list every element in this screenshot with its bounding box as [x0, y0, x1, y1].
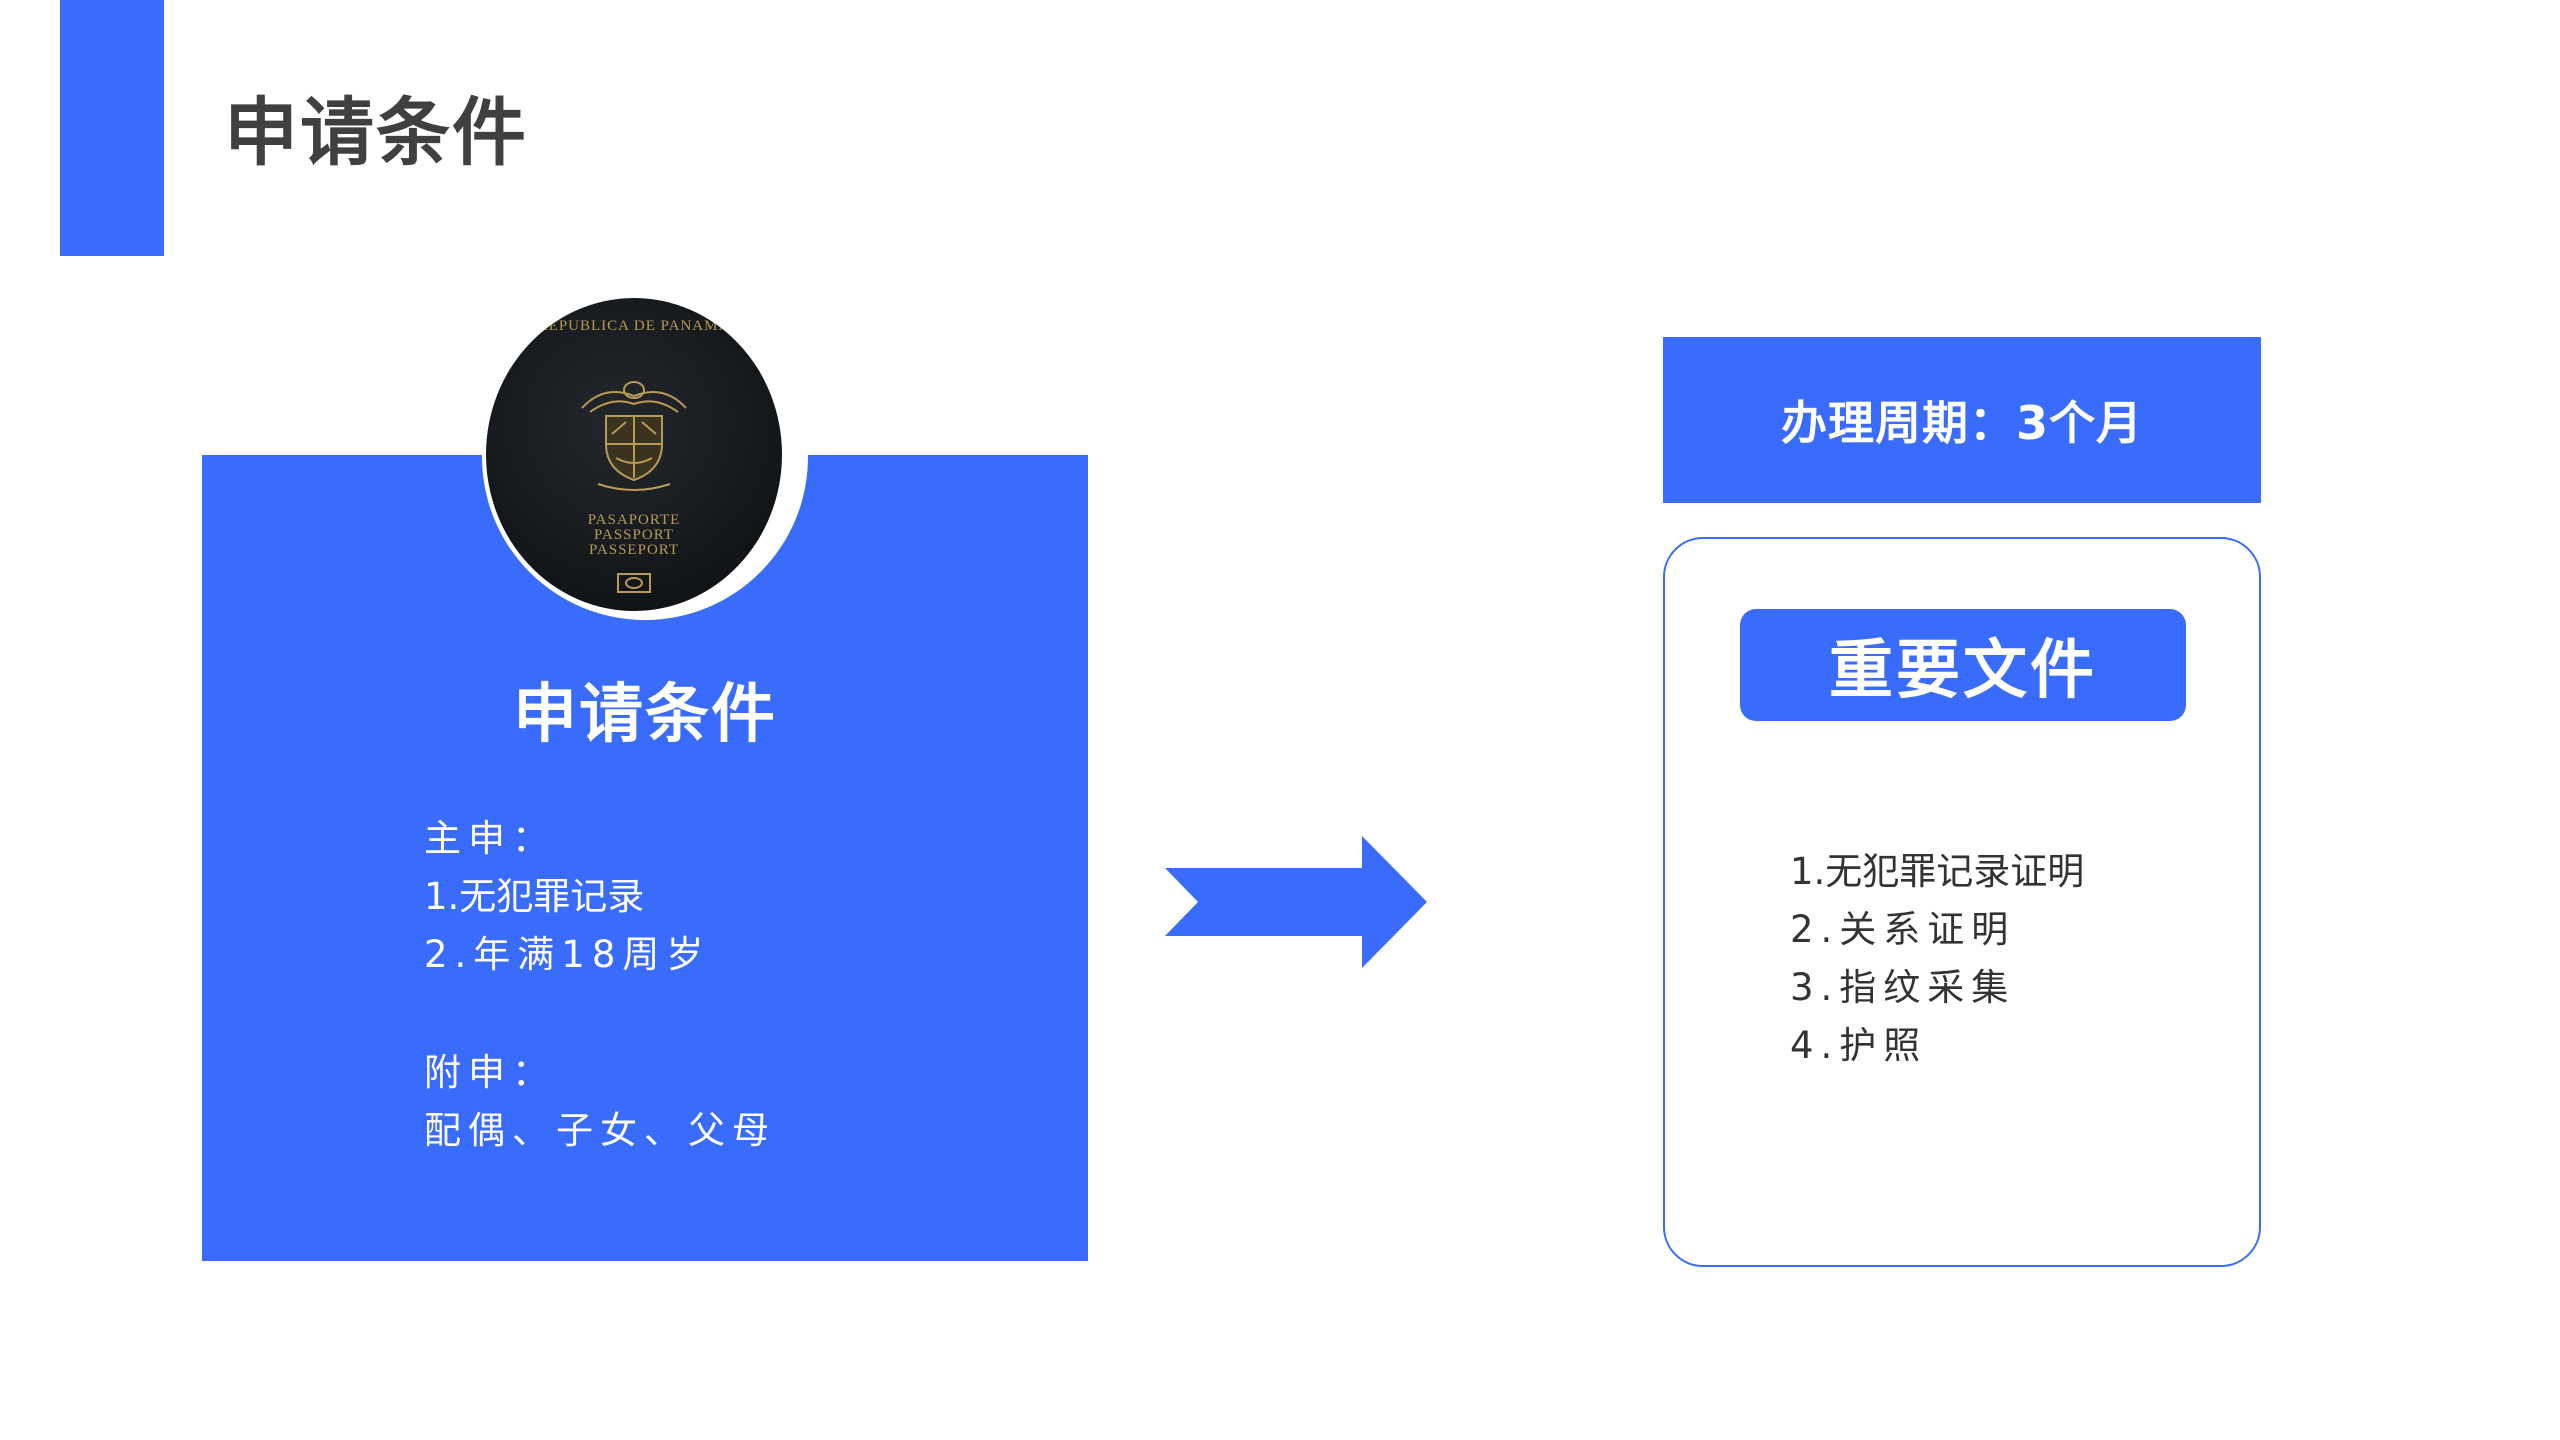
processing-period-box: 办理周期：3个月 — [1663, 337, 2261, 503]
passport-label-1: PASAPORTE — [588, 512, 681, 528]
condition-line-1: 主申： — [424, 817, 556, 860]
document-item-4: 4.护照 — [1790, 1024, 1928, 1067]
passport-label-3: PASSEPORT — [589, 542, 679, 558]
passport-photo: REPUBLICA DE PANAMA PASAPORTE PASSPORT P… — [486, 298, 782, 611]
condition-line-5: 配偶、子女、父母 — [424, 1109, 776, 1152]
passport-label-2: PASSPORT — [594, 527, 674, 543]
document-item-3: 3.指纹采集 — [1790, 966, 2016, 1009]
title-accent-bar — [60, 0, 164, 256]
condition-line-2: 1.无犯罪记录 — [424, 875, 645, 918]
passport-country-text: REPUBLICA DE PANAMA — [538, 318, 731, 334]
document-item-2: 2.关系证明 — [1790, 908, 2016, 951]
conditions-heading: 申请条件 — [513, 678, 777, 752]
page-title: 申请条件 — [224, 90, 528, 176]
coat-of-arms-icon — [581, 381, 687, 491]
biometric-chip-icon — [617, 573, 651, 593]
condition-line-4: 附申： — [424, 1051, 556, 1094]
arrow-right-icon — [1165, 836, 1427, 968]
document-item-1: 1.无犯罪记录证明 — [1790, 850, 2085, 893]
condition-line-3: 2.年满18周岁 — [424, 933, 711, 976]
documents-title-badge: 重要文件 — [1740, 609, 2186, 721]
